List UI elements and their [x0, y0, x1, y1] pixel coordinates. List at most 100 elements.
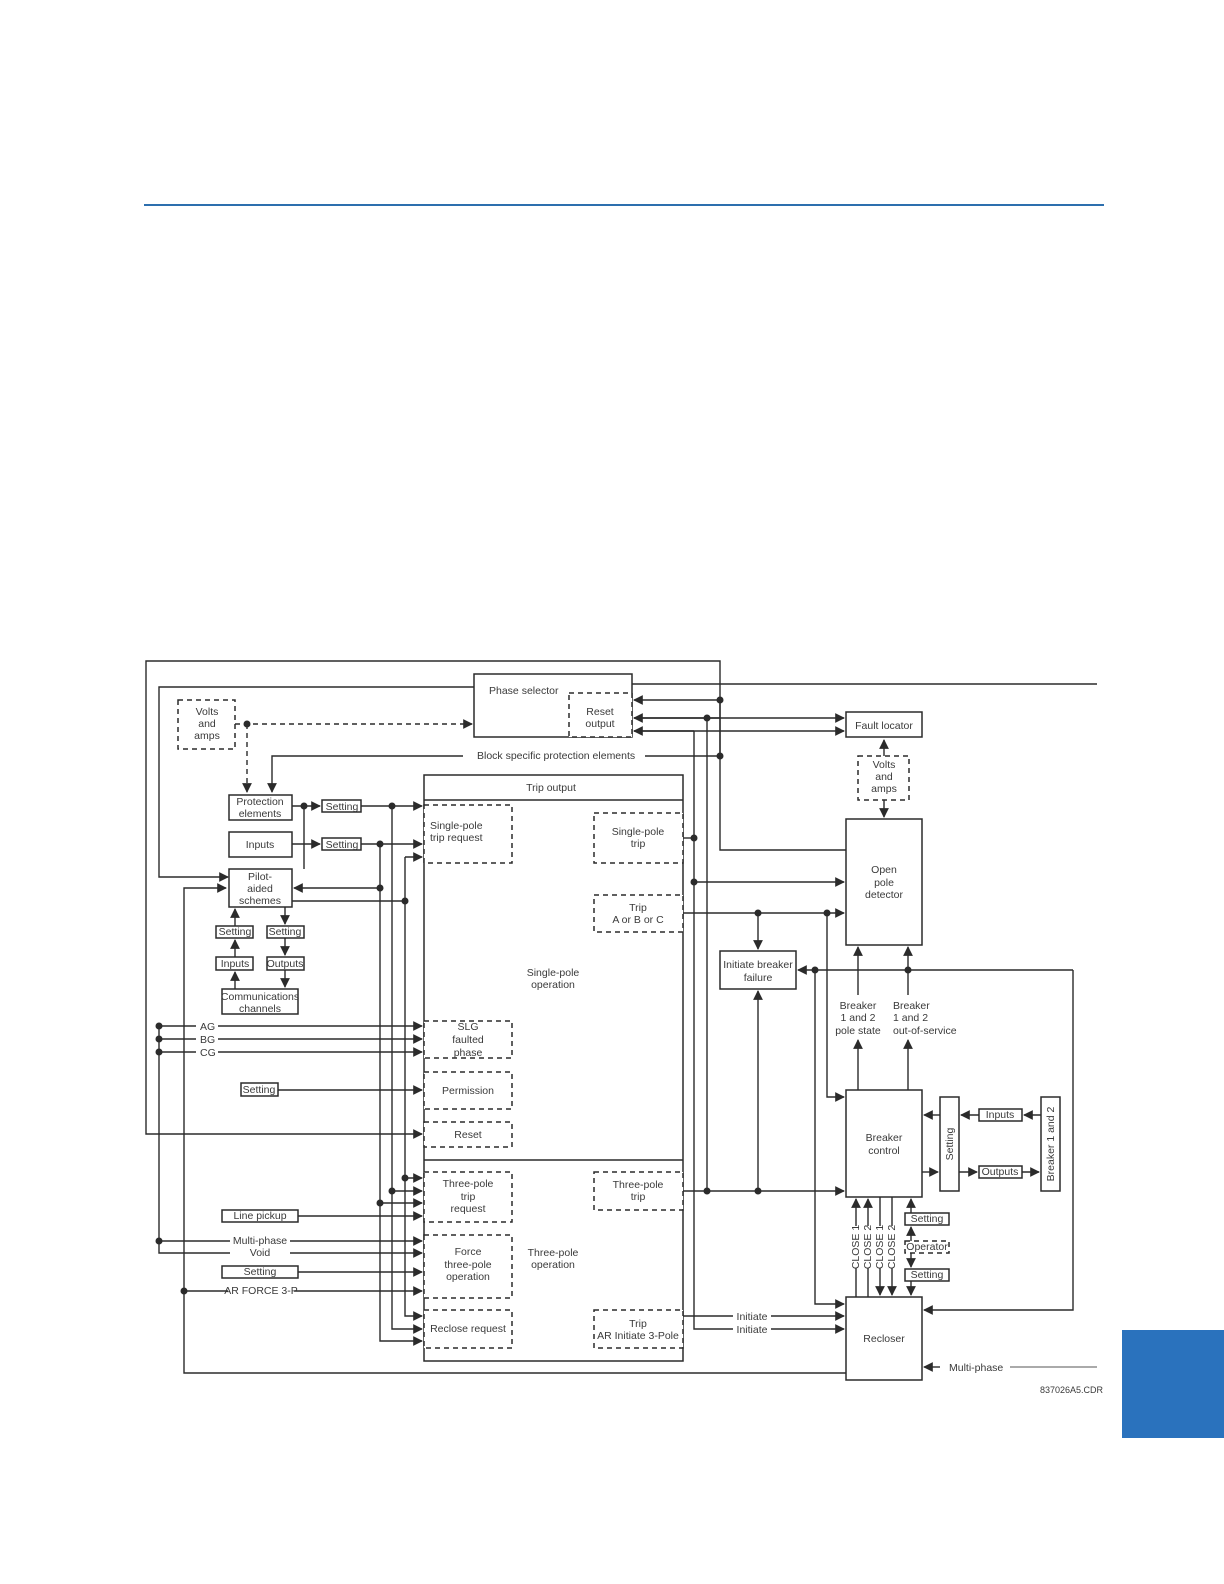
- f3p-l3: operation: [446, 1271, 490, 1283]
- header-rule: [144, 204, 1104, 206]
- fault-locator-box: [845, 711, 923, 738]
- setting-b-label: Setting: [326, 839, 359, 851]
- setting-a-bus: [361, 805, 393, 1191]
- trip-abc-l1: Trip: [629, 902, 647, 914]
- f3p-l2: three-pole: [444, 1259, 491, 1271]
- junction-dot: [155, 1048, 163, 1056]
- recloser-label: Recloser: [863, 1333, 905, 1345]
- junction-dot: [703, 1187, 711, 1195]
- fault-locator-label: Fault locator: [855, 720, 913, 732]
- bus-720: [719, 700, 846, 851]
- trip-ar-l1: Trip: [629, 1318, 647, 1330]
- junction-dot: [690, 834, 698, 842]
- junction-dot: [388, 802, 396, 810]
- bc-l1: Breaker: [866, 1132, 903, 1144]
- bus-392-to-reclose: [391, 1191, 423, 1334]
- opd-l3: detector: [865, 889, 903, 901]
- single-pole-trip-request-box: [423, 804, 513, 864]
- tptr-l2: trip: [461, 1191, 476, 1203]
- line-pickup-label: Line pickup: [233, 1210, 286, 1222]
- junction-dot: [155, 1022, 163, 1030]
- sptr-l2: trip request: [430, 832, 483, 844]
- junction-dot: [376, 884, 384, 892]
- figure-code: 837026A5.CDR: [1040, 1385, 1104, 1395]
- multi-phase-label: Multi-phase: [233, 1235, 287, 1247]
- slg-l1: SLG: [457, 1021, 478, 1033]
- reset-feedback-line: [145, 660, 721, 1139]
- operator-box: [904, 1240, 950, 1254]
- bps-l3: pole state: [835, 1025, 881, 1037]
- oos-to-recloser: [923, 970, 1074, 1315]
- volts-amps-right-l3: amps: [871, 783, 897, 795]
- volts-amps-right-l2: and: [875, 771, 893, 783]
- bus-405: [404, 857, 423, 1321]
- trip-ar-l2: AR Initiate 3-Pole: [597, 1330, 679, 1342]
- protection-elements-l2: elements: [239, 808, 282, 820]
- tpo-l2: operation: [531, 1259, 575, 1271]
- permission-label: Permission: [442, 1085, 494, 1097]
- opd-l1: Open: [871, 864, 897, 876]
- close-2a-label: CLOSE 2: [862, 1225, 874, 1270]
- single-pole-trip-box: [593, 812, 684, 864]
- breaker-1-2-label: Breaker 1 and 2: [1045, 1106, 1057, 1181]
- reclose-request-box: [423, 1309, 513, 1349]
- setting-vertical-box: [939, 1096, 960, 1192]
- open-pole-detector-box: [845, 818, 923, 946]
- ibf-to-recloser: [814, 970, 845, 1309]
- junction-dot: [243, 720, 251, 728]
- tptr-l1: Three-pole: [443, 1178, 494, 1190]
- spt-l1: Single-pole: [612, 826, 665, 838]
- spt-l2: trip: [631, 838, 646, 850]
- inputs-pilot-label: Inputs: [221, 958, 250, 970]
- void-label: Void: [250, 1247, 271, 1259]
- comm-channels-l1: Communications: [221, 991, 299, 1003]
- phase-selector-label: Phase selector: [489, 685, 559, 697]
- inputs-right-label: Inputs: [986, 1109, 1015, 1121]
- label-mask: [733, 1310, 771, 1336]
- tptr-l3: request: [450, 1203, 485, 1215]
- trip-ar-initiate-box: [593, 1309, 684, 1349]
- volts-amps-left-l1: Volts: [196, 706, 219, 718]
- close-1a-label: CLOSE 1: [850, 1225, 862, 1270]
- initiate-1-label: Initiate: [737, 1311, 768, 1323]
- boos-l3: out-of-service: [893, 1025, 957, 1037]
- slg-l2: faulted: [452, 1034, 484, 1046]
- initiate-2-label: Initiate: [737, 1324, 768, 1336]
- f3p-l1: Force: [455, 1246, 482, 1258]
- setting-pilot-2-label: Setting: [269, 926, 302, 938]
- breaker-1-2-box: [1040, 1096, 1061, 1192]
- recloser-box: [845, 1296, 923, 1381]
- setting-r1-box: [904, 1212, 950, 1226]
- reset-output-box: [568, 692, 633, 738]
- junction-dot: [376, 1199, 384, 1207]
- setting-r2-box: [904, 1268, 950, 1282]
- tpo-l1: Three-pole: [528, 1247, 579, 1259]
- trip-to-breaker-control: [826, 913, 845, 1102]
- close-1b-label: CLOSE 1: [874, 1225, 886, 1270]
- junction-dot: [155, 1035, 163, 1043]
- block-specific-line-left: [267, 755, 463, 793]
- comm-channels-l2: channels: [239, 1003, 281, 1015]
- bc-l2: control: [868, 1145, 900, 1157]
- opd-l2: pole: [874, 877, 894, 889]
- three-pole-trip-request-box: [423, 1171, 513, 1223]
- setting-a-label: Setting: [326, 801, 359, 813]
- boos-l2: 1 and 2: [893, 1012, 928, 1024]
- operator-label: Operator: [906, 1241, 948, 1253]
- spo-l1: Single-pole: [527, 967, 580, 979]
- tpt-l2: trip: [631, 1191, 646, 1203]
- boos-l1: Breaker: [893, 1000, 930, 1012]
- sptr-l1: Single-pole: [430, 820, 483, 832]
- trip-abc-box: [593, 894, 684, 933]
- junction-dot: [401, 1174, 409, 1182]
- reclose-request-label: Reclose request: [430, 1323, 506, 1335]
- label-mask: [228, 1285, 294, 1297]
- volts-amps-left-l2: and: [198, 718, 216, 730]
- bus-694: [693, 731, 845, 1334]
- inputs-label: Inputs: [246, 839, 275, 851]
- bps-l1: Breaker: [840, 1000, 877, 1012]
- comm-channels-box: [221, 988, 299, 1015]
- initiate-breaker-failure-box: [719, 950, 797, 990]
- permission-box: [423, 1071, 513, 1110]
- block-specific-label: Block specific protection elements: [477, 750, 635, 762]
